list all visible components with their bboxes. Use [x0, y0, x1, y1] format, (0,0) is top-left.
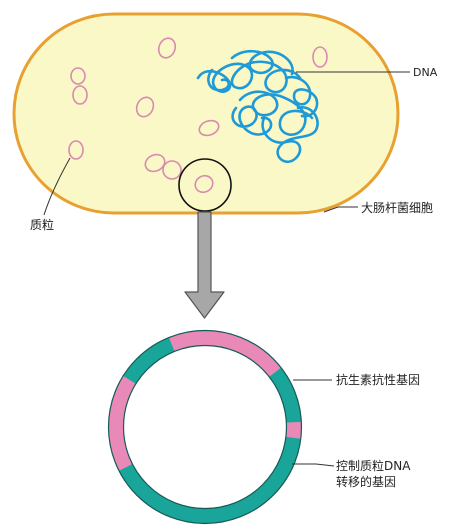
ecoli-cell-body — [12, 12, 400, 215]
chromosomal-dna — [196, 49, 319, 164]
label-transfer-gene-line2: 转移的基因 — [336, 474, 396, 489]
leader-lines — [43, 71, 410, 467]
pink-gene-segment — [285, 421, 302, 439]
label-ecoli-cell: 大肠杆菌细胞 — [361, 201, 433, 215]
down-arrow-icon — [184, 211, 225, 319]
leader-line-cell — [323, 206, 358, 213]
small-plasmid — [70, 67, 86, 85]
small-plasmid — [194, 174, 214, 194]
small-plasmid — [144, 153, 166, 173]
label-antibiotic-resistance-gene: 抗生素抗性基因 — [336, 372, 420, 387]
small-plasmid — [72, 85, 88, 105]
small-plasmid — [157, 37, 177, 59]
zoom-highlight-circle — [178, 158, 232, 212]
leader-line-transfer — [292, 463, 335, 467]
pink-gene-segment — [108, 375, 136, 471]
plasmid-ring-inner-edge — [122, 344, 288, 510]
label-transfer-gene-line1: 控制质粒DNA — [336, 458, 411, 473]
small-plasmids — [68, 37, 328, 194]
antibiotic-resistance-gene-segment — [168, 330, 282, 377]
small-plasmid — [162, 160, 182, 180]
leader-line-plasmid — [43, 157, 71, 216]
small-plasmid — [135, 96, 155, 118]
label-plasmid: 质粒 — [30, 217, 54, 232]
enlarged-plasmid — [107, 329, 303, 525]
label-dna: DNA — [413, 66, 438, 79]
small-plasmid — [312, 46, 328, 68]
small-plasmid — [68, 140, 84, 160]
small-plasmid — [198, 119, 220, 137]
plasmid-ring-outer-edge — [107, 329, 303, 525]
